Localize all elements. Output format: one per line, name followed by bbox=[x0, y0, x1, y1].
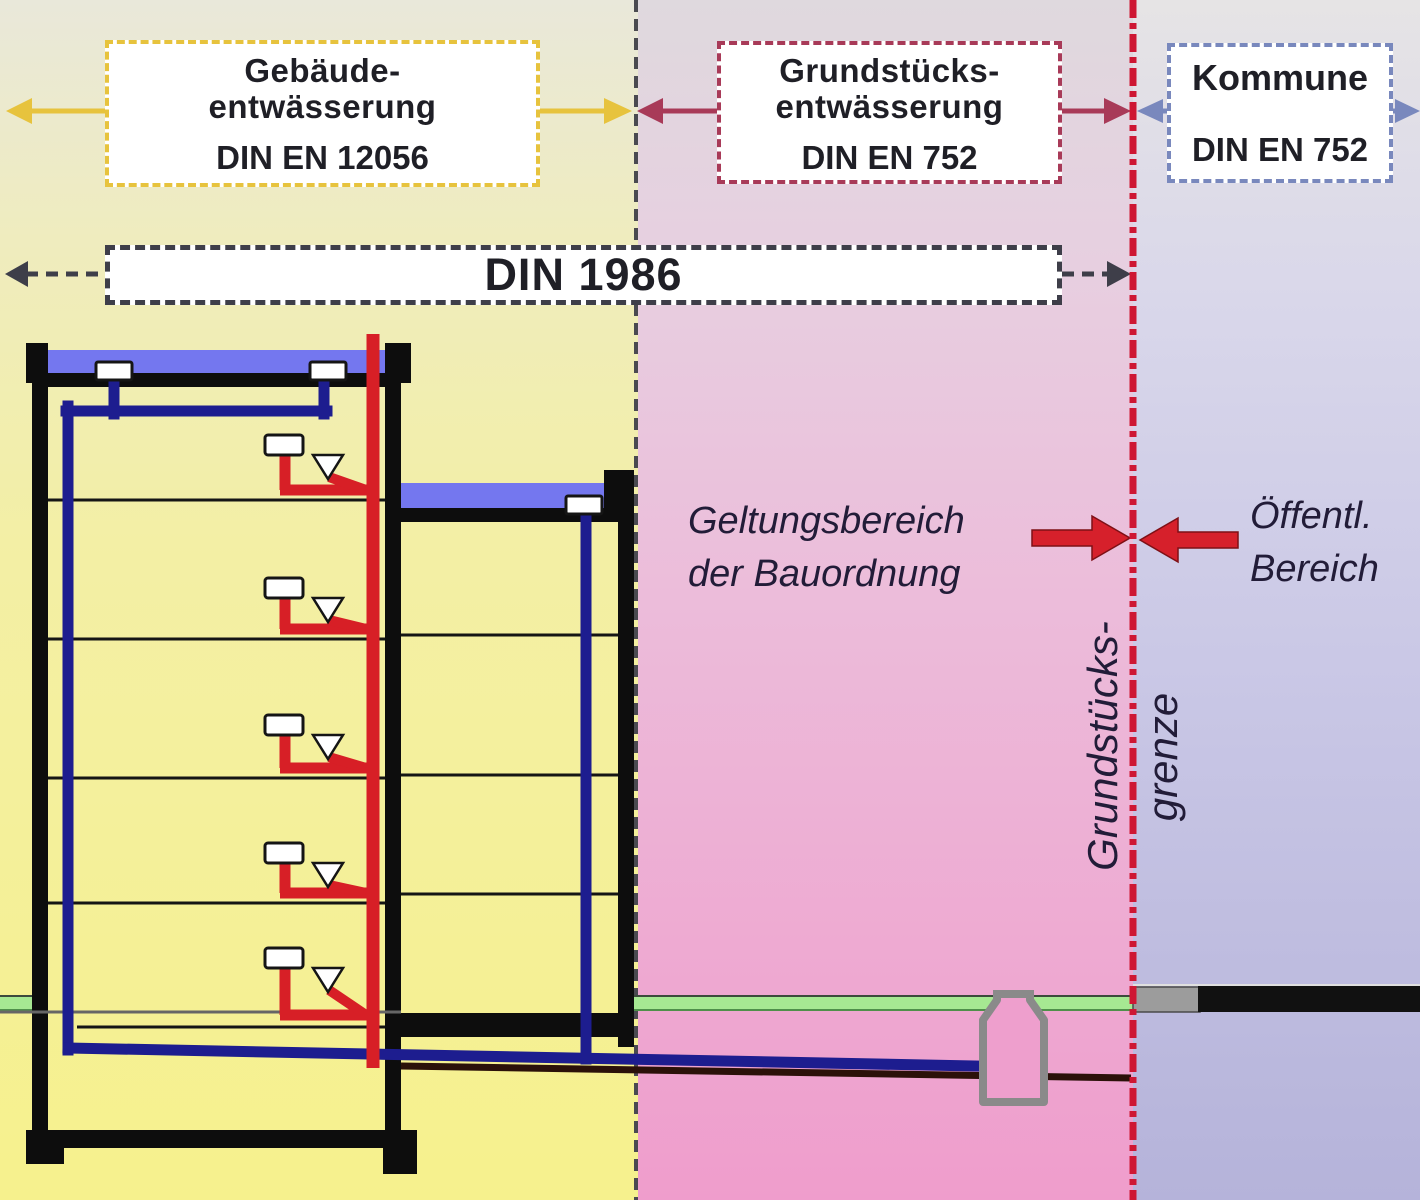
roof-drain bbox=[94, 360, 134, 382]
inspection-chamber bbox=[979, 990, 1048, 1106]
fixture-row bbox=[263, 713, 374, 774]
washbasin bbox=[263, 576, 305, 600]
fixture-row bbox=[263, 946, 374, 1021]
arrow-left-icon bbox=[1137, 99, 1163, 123]
ground-strip-left bbox=[0, 996, 32, 1010]
fixture-row bbox=[263, 576, 374, 635]
main-right-wall bbox=[385, 343, 401, 1148]
municipal-zone-standard: DIN EN 752 bbox=[1191, 131, 1369, 168]
drain-symbol-triangle bbox=[310, 453, 346, 482]
annex-right-wall bbox=[618, 470, 634, 1047]
property-zone-title-line2: entwässerung bbox=[775, 88, 1004, 125]
scope-arrow-right-icon bbox=[1031, 514, 1132, 562]
scope-note-line2: der Bauordnung bbox=[688, 553, 961, 595]
main-left-wall bbox=[32, 343, 48, 1148]
property-boundary-label-line2: grenze bbox=[1139, 692, 1186, 822]
arrow-right-icon bbox=[1107, 261, 1131, 287]
footing-left bbox=[26, 1130, 64, 1164]
footing-right bbox=[383, 1130, 417, 1174]
drainage-pipework bbox=[60, 334, 1132, 1082]
roof-drains bbox=[94, 360, 604, 516]
fixture-row bbox=[263, 433, 374, 496]
arrow-right-icon bbox=[1104, 98, 1131, 124]
washbasin bbox=[263, 433, 305, 457]
roof-drain bbox=[308, 360, 348, 382]
ground-level bbox=[0, 984, 1420, 1014]
roof-cap-left bbox=[26, 343, 38, 383]
scope-note-line1: Geltungsbereich bbox=[688, 500, 965, 542]
building-zone-title-line2: entwässerung bbox=[208, 88, 437, 125]
building-zone-standard: DIN EN 12056 bbox=[216, 139, 429, 176]
washbasin bbox=[263, 841, 305, 865]
arrow-right-icon bbox=[1395, 99, 1420, 123]
public-note-line1: Öffentl. bbox=[1250, 495, 1373, 537]
header-arrows bbox=[5, 98, 1420, 287]
washbasin bbox=[263, 946, 305, 970]
municipal-sewer-pipe bbox=[1198, 986, 1420, 1012]
municipal-zone-title: Kommune bbox=[1191, 57, 1368, 98]
arrow-left-icon bbox=[637, 98, 663, 124]
arrow-left-icon bbox=[5, 261, 28, 287]
public-note-line2: Bereich bbox=[1250, 548, 1379, 590]
annex-roof-slab bbox=[401, 508, 618, 522]
chamber-lid bbox=[993, 990, 1034, 998]
property-drainage-label-box: Grundstücks- entwässerung DIN EN 752 bbox=[717, 41, 1062, 184]
drain-symbol-triangle bbox=[310, 966, 346, 995]
property-zone-standard: DIN EN 752 bbox=[801, 139, 978, 176]
property-boundary-label-line1: Grundstücks- bbox=[1079, 621, 1126, 871]
drain-symbol-triangle bbox=[310, 861, 346, 890]
arrow-left-icon bbox=[6, 98, 32, 124]
drain-symbol-triangle bbox=[310, 733, 346, 762]
roof-drain bbox=[564, 494, 604, 516]
din-1986-banner: DIN 1986 bbox=[105, 245, 1062, 305]
building-drainage-label-box: Gebäude- entwässerung DIN EN 12056 bbox=[105, 40, 540, 187]
fixture-row bbox=[263, 841, 374, 899]
fixture-branches bbox=[263, 433, 374, 1021]
basement-slab bbox=[40, 1130, 401, 1148]
ground-strip-right bbox=[634, 996, 1133, 1010]
property-zone-title-line1: Grundstücks- bbox=[779, 52, 1000, 89]
municipal-connector-pipe bbox=[1132, 986, 1201, 1013]
annex-ground-slab bbox=[401, 1013, 634, 1037]
drain-symbol-triangle bbox=[310, 596, 346, 625]
building-code-scope-note: Geltungsbereich der Bauordnung bbox=[688, 495, 965, 601]
public-arrow-left-icon bbox=[1138, 516, 1239, 564]
rainwater-pipes bbox=[60, 372, 981, 1072]
arrow-right-icon bbox=[604, 98, 632, 124]
municipality-label-box: Kommune DIN EN 752 bbox=[1167, 43, 1393, 183]
building-zone-title-line1: Gebäude- bbox=[244, 52, 401, 89]
public-area-note: Öffentl. Bereich bbox=[1250, 490, 1379, 596]
din-1986-label: DIN 1986 bbox=[484, 249, 683, 300]
washbasin bbox=[263, 713, 305, 737]
roof-cap-right bbox=[399, 343, 411, 383]
